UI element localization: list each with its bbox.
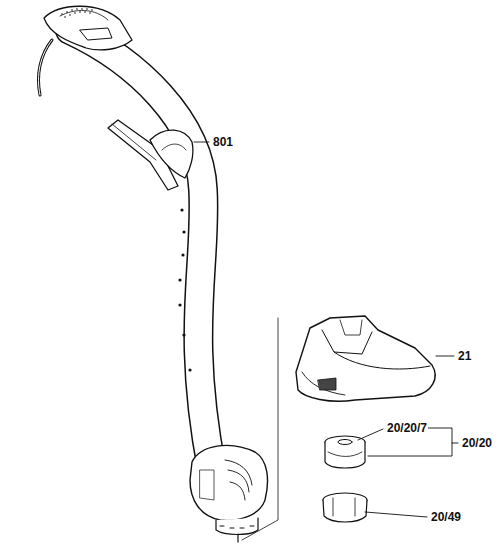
callout-number: 21 (457, 349, 472, 363)
callout-number: 20/20/7 (386, 421, 428, 435)
callout-number: 20/49 (430, 510, 462, 524)
callout-number: 20/20 (461, 436, 493, 450)
callout-number: 801 (212, 135, 234, 149)
